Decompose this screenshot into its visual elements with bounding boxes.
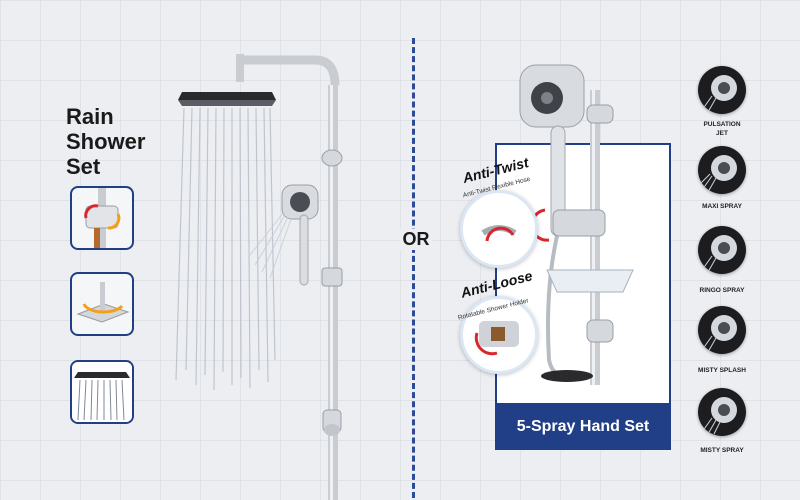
ringo-spray-icon: [698, 226, 746, 274]
rain-head-illustration: [72, 362, 132, 422]
misty-splash-label: MISTY SPLASH: [698, 367, 746, 374]
hose-icon: [481, 225, 517, 242]
anti-twist-badge: [460, 190, 538, 268]
maxi-spray-icon: [698, 146, 746, 194]
pulsation-jet-icon: [698, 66, 746, 114]
pulsation-jet-label: PULSATION JET: [703, 121, 741, 137]
dashed-divider: [412, 38, 415, 498]
maxi-spray-label: MAXI SPRAY: [702, 203, 742, 210]
ringo-spray-label: RINGO SPRAY: [699, 287, 745, 294]
diverter-illustration: [84, 188, 121, 248]
anti-loose-badge: [460, 296, 538, 374]
holder-icon: [474, 321, 519, 356]
rain-shower-set-title: Rain Shower Set: [66, 104, 176, 179]
title-line-3: Set: [66, 154, 101, 179]
rotating-head-thumbnail: [70, 272, 134, 336]
rain-shower-column-illustration: [175, 54, 343, 500]
misty-spray-icon: [698, 388, 746, 436]
misty-splash-icon: [698, 306, 746, 354]
hand-set-illustration: [519, 64, 634, 385]
title-line-2: Shower: [66, 129, 146, 154]
title-line-1: Rain: [66, 104, 114, 129]
five-spray-banner: 5-Spray Hand Set: [495, 403, 671, 450]
misty-spray-label: MISTY SPRAY: [700, 447, 744, 454]
diverter-thumbnail: [70, 186, 134, 250]
rotating-head-illustration: [76, 282, 130, 323]
rain-head-thumbnail: [70, 360, 134, 424]
or-label: OR: [400, 229, 432, 250]
